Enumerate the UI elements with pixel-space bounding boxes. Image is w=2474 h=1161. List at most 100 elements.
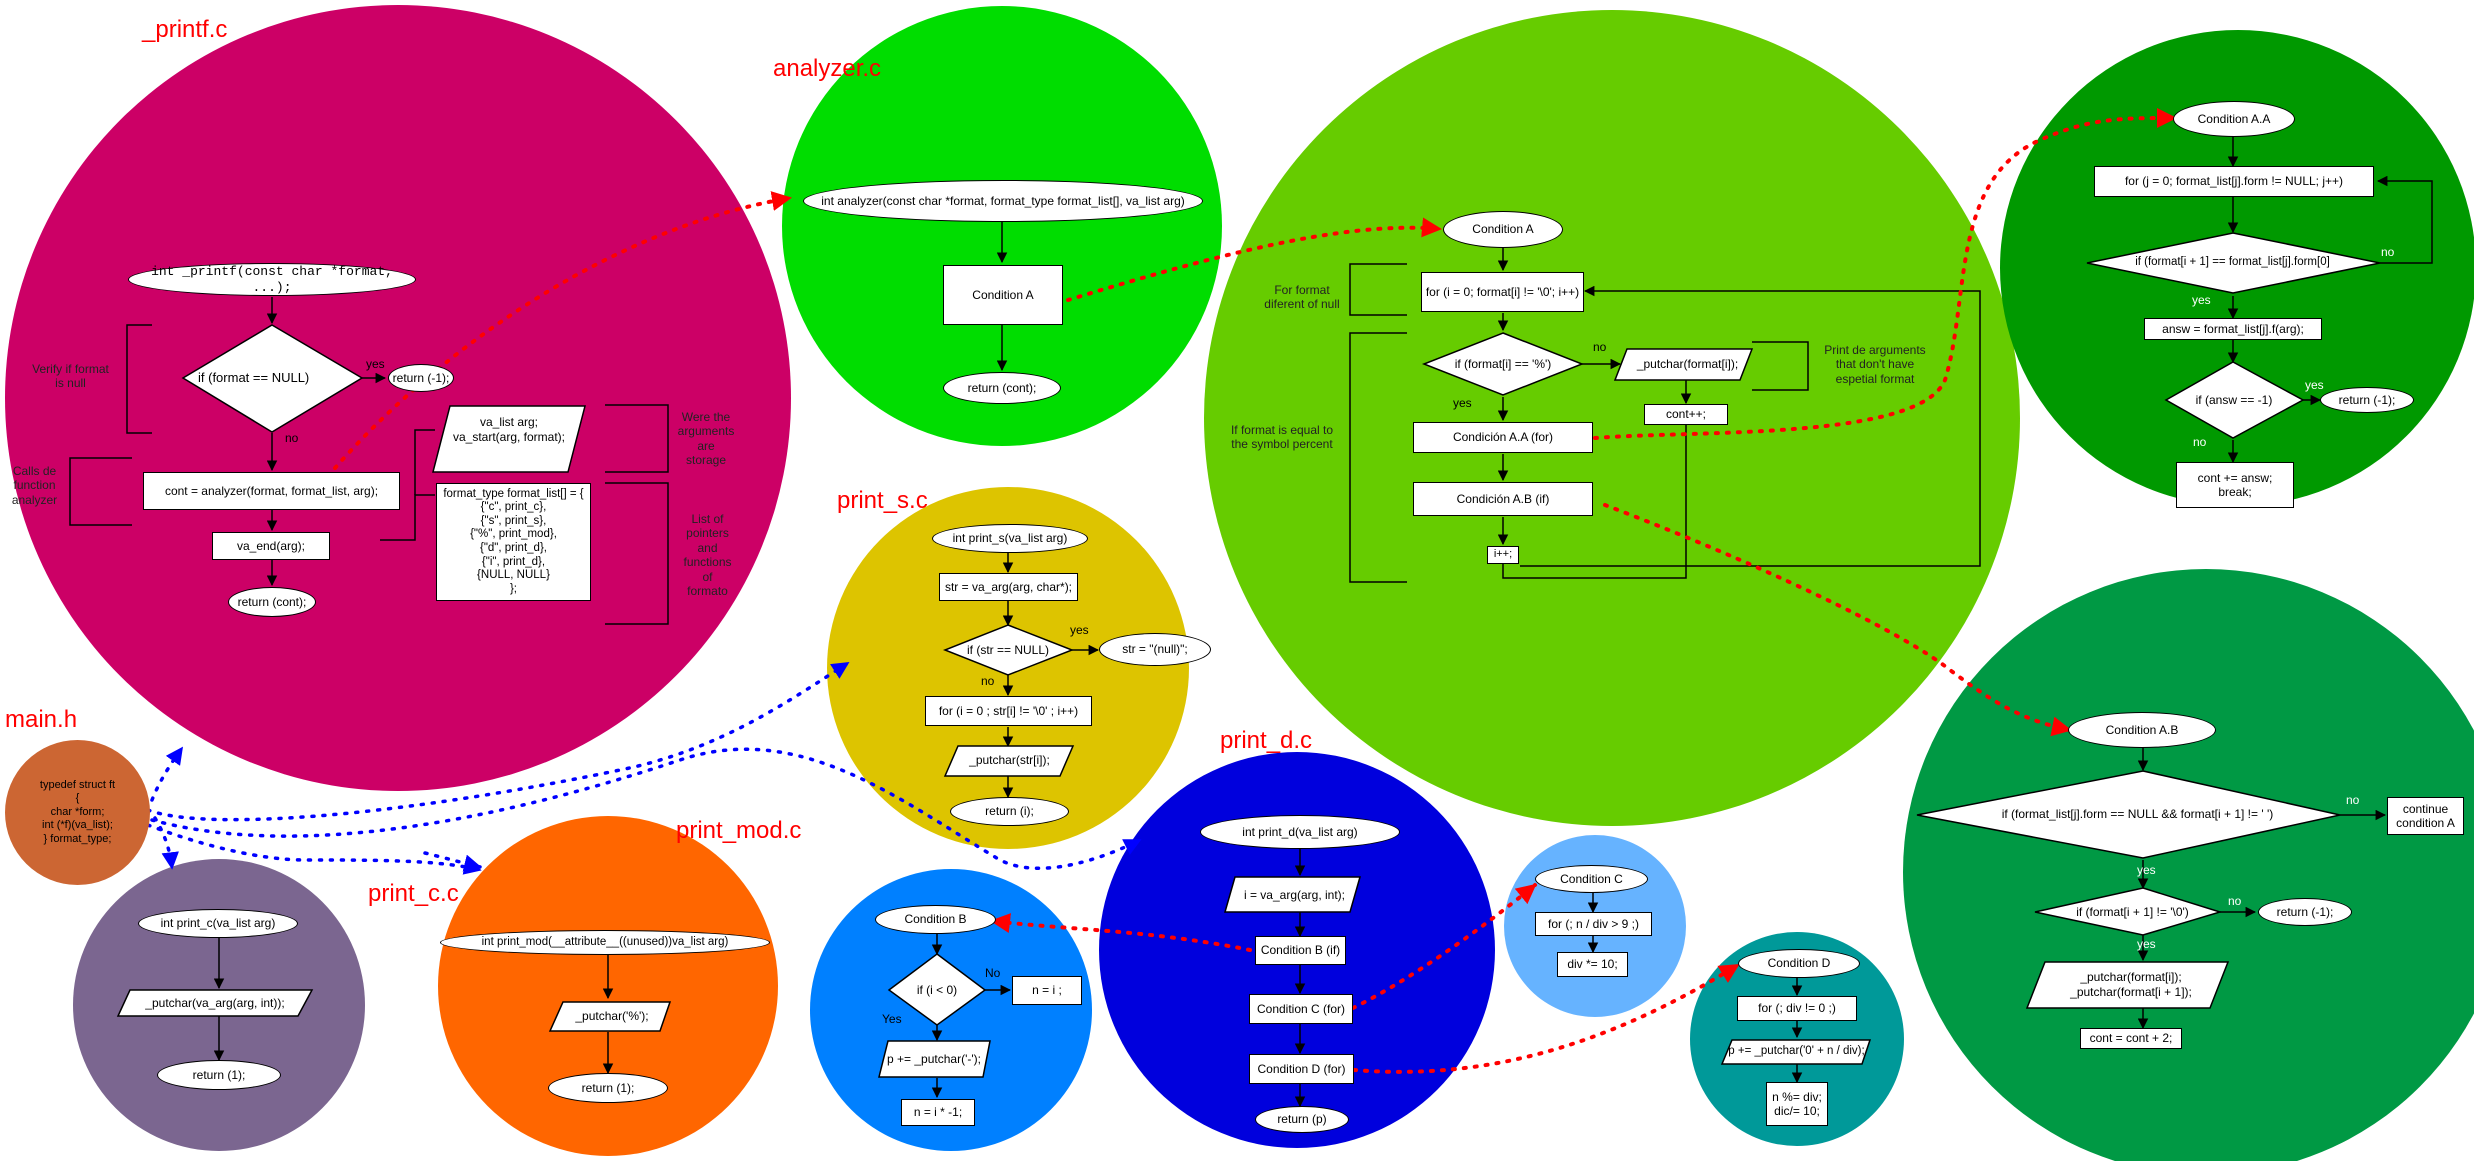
print-s-null-diamond bbox=[942, 624, 1075, 676]
title-analyzer: analyzer.c bbox=[773, 55, 882, 82]
condition-a-circle bbox=[1204, 10, 2020, 826]
condition-a-loop: for (i = 0; format[i] != '\0'; i++) bbox=[1421, 272, 1584, 312]
printf-yes-label: yes bbox=[366, 357, 385, 371]
condition-ab-start: Condition A.B bbox=[2068, 712, 2216, 748]
condition-aa-cont: cont += answ; break; bbox=[2176, 462, 2294, 508]
condition-a-putchar-text: _putchar(format[i]); bbox=[1636, 357, 1739, 371]
condition-b-n-assign: n = i ; bbox=[1012, 976, 1082, 1005]
condition-ab-yes-label: yes bbox=[2137, 863, 2156, 877]
condition-b-flow-lines bbox=[931, 934, 1012, 1099]
print-mod-putchar-shape bbox=[548, 1001, 672, 1032]
print-s-entry: int print_s(va_list arg) bbox=[932, 524, 1088, 553]
printf-entry: int _printf(const char *format, ...); bbox=[128, 263, 416, 296]
condition-b-yes-label: Yes bbox=[882, 1012, 902, 1026]
condition-b-decision-text: if (i < 0) bbox=[916, 983, 958, 997]
printf-call-analyzer: cont = analyzer(format, format_list, arg… bbox=[143, 472, 400, 510]
printf-return-cont: return (cont); bbox=[228, 587, 316, 617]
print-s-str: str = va_arg(arg, char*); bbox=[939, 573, 1078, 601]
condition-ab-putchar-text: _putchar(format[i]); _putchar(format[i +… bbox=[2070, 970, 2192, 999]
printf-decision-text: if (format == NULL) bbox=[198, 370, 310, 385]
condition-aa-yes2-label: yes bbox=[2305, 378, 2324, 392]
title-print-c: print_c.c bbox=[368, 880, 459, 907]
condition-a-yes-label: yes bbox=[1453, 396, 1472, 410]
print-s-loop: for (i = 0 ; str[i] != '\0' ; i++) bbox=[925, 696, 1092, 726]
analyzer-return: return (cont); bbox=[943, 372, 1061, 404]
condition-aa-no-label: no bbox=[2381, 245, 2395, 259]
condition-ab-yes2-label: yes bbox=[2137, 937, 2156, 951]
condition-a-start: Condition A bbox=[1443, 211, 1563, 248]
print-s-yes-label: yes bbox=[1070, 623, 1089, 637]
printf-va-list-text: va_list arg; va_start(arg, format); bbox=[452, 415, 566, 444]
print-d-entry: int print_d(va_list arg) bbox=[1200, 815, 1400, 849]
condition-aa-answ-diamond bbox=[2164, 361, 2305, 439]
printf-circle bbox=[5, 5, 791, 791]
condition-a-percent-diamond bbox=[1421, 332, 1585, 396]
print-mod-entry: int print_mod(__attribute__((unused))va_… bbox=[440, 930, 770, 955]
blue-connectors bbox=[146, 661, 1142, 875]
condition-a-aa: Condición A.A (for) bbox=[1413, 422, 1593, 453]
condition-aa-decision2-text: if (answ == -1) bbox=[2195, 393, 2273, 407]
title-print-mod: print_mod.c bbox=[676, 817, 802, 844]
print-d-cond-b: Condition B (if) bbox=[1255, 936, 1346, 965]
printf-flow-lines bbox=[69, 297, 669, 625]
condition-a-no-label: no bbox=[1593, 340, 1607, 354]
printf-note-storage: Were the arguments are storage bbox=[677, 410, 735, 468]
condition-aa-no2-label: no bbox=[2193, 435, 2207, 449]
condition-b-n-neg: n = i * -1; bbox=[901, 1099, 975, 1126]
condition-aa-loop: for (j = 0; format_list[j].form != NULL;… bbox=[2094, 166, 2374, 197]
condition-ab-return-error: return (-1); bbox=[2258, 898, 2352, 926]
condition-b-diamond bbox=[887, 953, 987, 1026]
print-c-entry: int print_c(va_list arg) bbox=[138, 909, 298, 938]
condition-aa-start: Condition A.A bbox=[2173, 101, 2295, 137]
condition-ab-cont: cont = cont + 2; bbox=[2080, 1028, 2182, 1049]
printf-return-error: return (-1); bbox=[388, 364, 454, 392]
condition-aa-answ: answ = format_list[j].f(arg); bbox=[2144, 318, 2322, 340]
condition-c-loop: for (; n / div > 9 ;) bbox=[1535, 912, 1652, 936]
condition-c-mul: div *= 10; bbox=[1557, 952, 1628, 977]
condition-ab-decision2-text: if (format[i + 1] != '\0') bbox=[2076, 905, 2189, 919]
condition-ab-circle bbox=[1903, 569, 2474, 1161]
condition-d-ops: n %= div; dic/= 10; bbox=[1766, 1082, 1828, 1126]
condition-b-putchar-text: p += _putchar('-'); bbox=[887, 1052, 981, 1066]
print-c-putchar-shape bbox=[116, 989, 314, 1017]
condition-d-start: Condition D bbox=[1738, 949, 1860, 978]
print-mod-c-flow-lines bbox=[213, 938, 614, 1075]
title-printf: _printf.c bbox=[142, 16, 228, 43]
condition-ab-next-diamond bbox=[2034, 887, 2223, 936]
condition-a-putchar-shape bbox=[1613, 348, 1754, 381]
condition-ab-no2-label: no bbox=[2228, 894, 2242, 908]
print-d-assign-shape bbox=[1224, 876, 1361, 913]
io-shapes bbox=[116, 348, 2230, 1078]
analyzer-condition-a: Condition A bbox=[943, 265, 1063, 325]
condition-ab-null-diamond bbox=[1916, 770, 2341, 859]
print-s-null-str: str = "(null)"; bbox=[1099, 633, 1211, 666]
condition-ab-putchar-shape bbox=[2025, 961, 2230, 1009]
condition-ab-flow-lines bbox=[2137, 747, 2387, 1030]
condition-ab-decision-text: if (format_list[j].form == NULL && forma… bbox=[2001, 807, 2274, 821]
printf-note-calls: Calls de function analyzer bbox=[11, 464, 58, 507]
condition-b-start: Condition B bbox=[875, 905, 996, 934]
print-s-putchar-text: _putchar(str[i]); bbox=[969, 753, 1050, 767]
condition-d-circle bbox=[1690, 932, 1904, 1146]
analyzer-entry: int analyzer(const char *format, format_… bbox=[803, 180, 1203, 222]
print-s-return: return (i); bbox=[950, 797, 1069, 826]
condition-a-increment: i++; bbox=[1487, 546, 1519, 564]
condition-aa-decision-text: if (format[i + 1] == format_list[j].form… bbox=[2135, 256, 2330, 268]
title-print-s: print_s.c bbox=[837, 487, 928, 514]
printf-no-label: no bbox=[285, 431, 299, 445]
condition-c-start: Condition C bbox=[1535, 865, 1648, 893]
print-mod-putchar-text: _putchar('%'); bbox=[575, 1009, 649, 1023]
print-s-no-label: no bbox=[981, 674, 995, 688]
print-d-assign-text: i = va_arg(arg, int); bbox=[1243, 888, 1346, 902]
condition-a-note-percent: If format is equal to the symbol percent bbox=[1230, 423, 1334, 452]
printf-note-verify: Verify if format is null bbox=[32, 362, 109, 391]
condition-a-note-null: For format diferent of null bbox=[1264, 283, 1340, 312]
red-connectors bbox=[333, 108, 2177, 1074]
condition-d-loop: for (; div != 0 ;) bbox=[1737, 996, 1857, 1021]
main-h-struct: typedef struct ft { char *form; int (*f)… bbox=[5, 740, 150, 885]
print-d-cond-c: Condition C (for) bbox=[1249, 994, 1353, 1024]
condition-aa-yes-label: yes bbox=[2192, 293, 2211, 307]
condition-a-note-print: Print de arguments that don't have espet… bbox=[1824, 343, 1926, 386]
printf-format-list: format_type format_list[] = { {"c", prin… bbox=[436, 483, 591, 601]
condition-ab-no-label: no bbox=[2346, 793, 2360, 807]
